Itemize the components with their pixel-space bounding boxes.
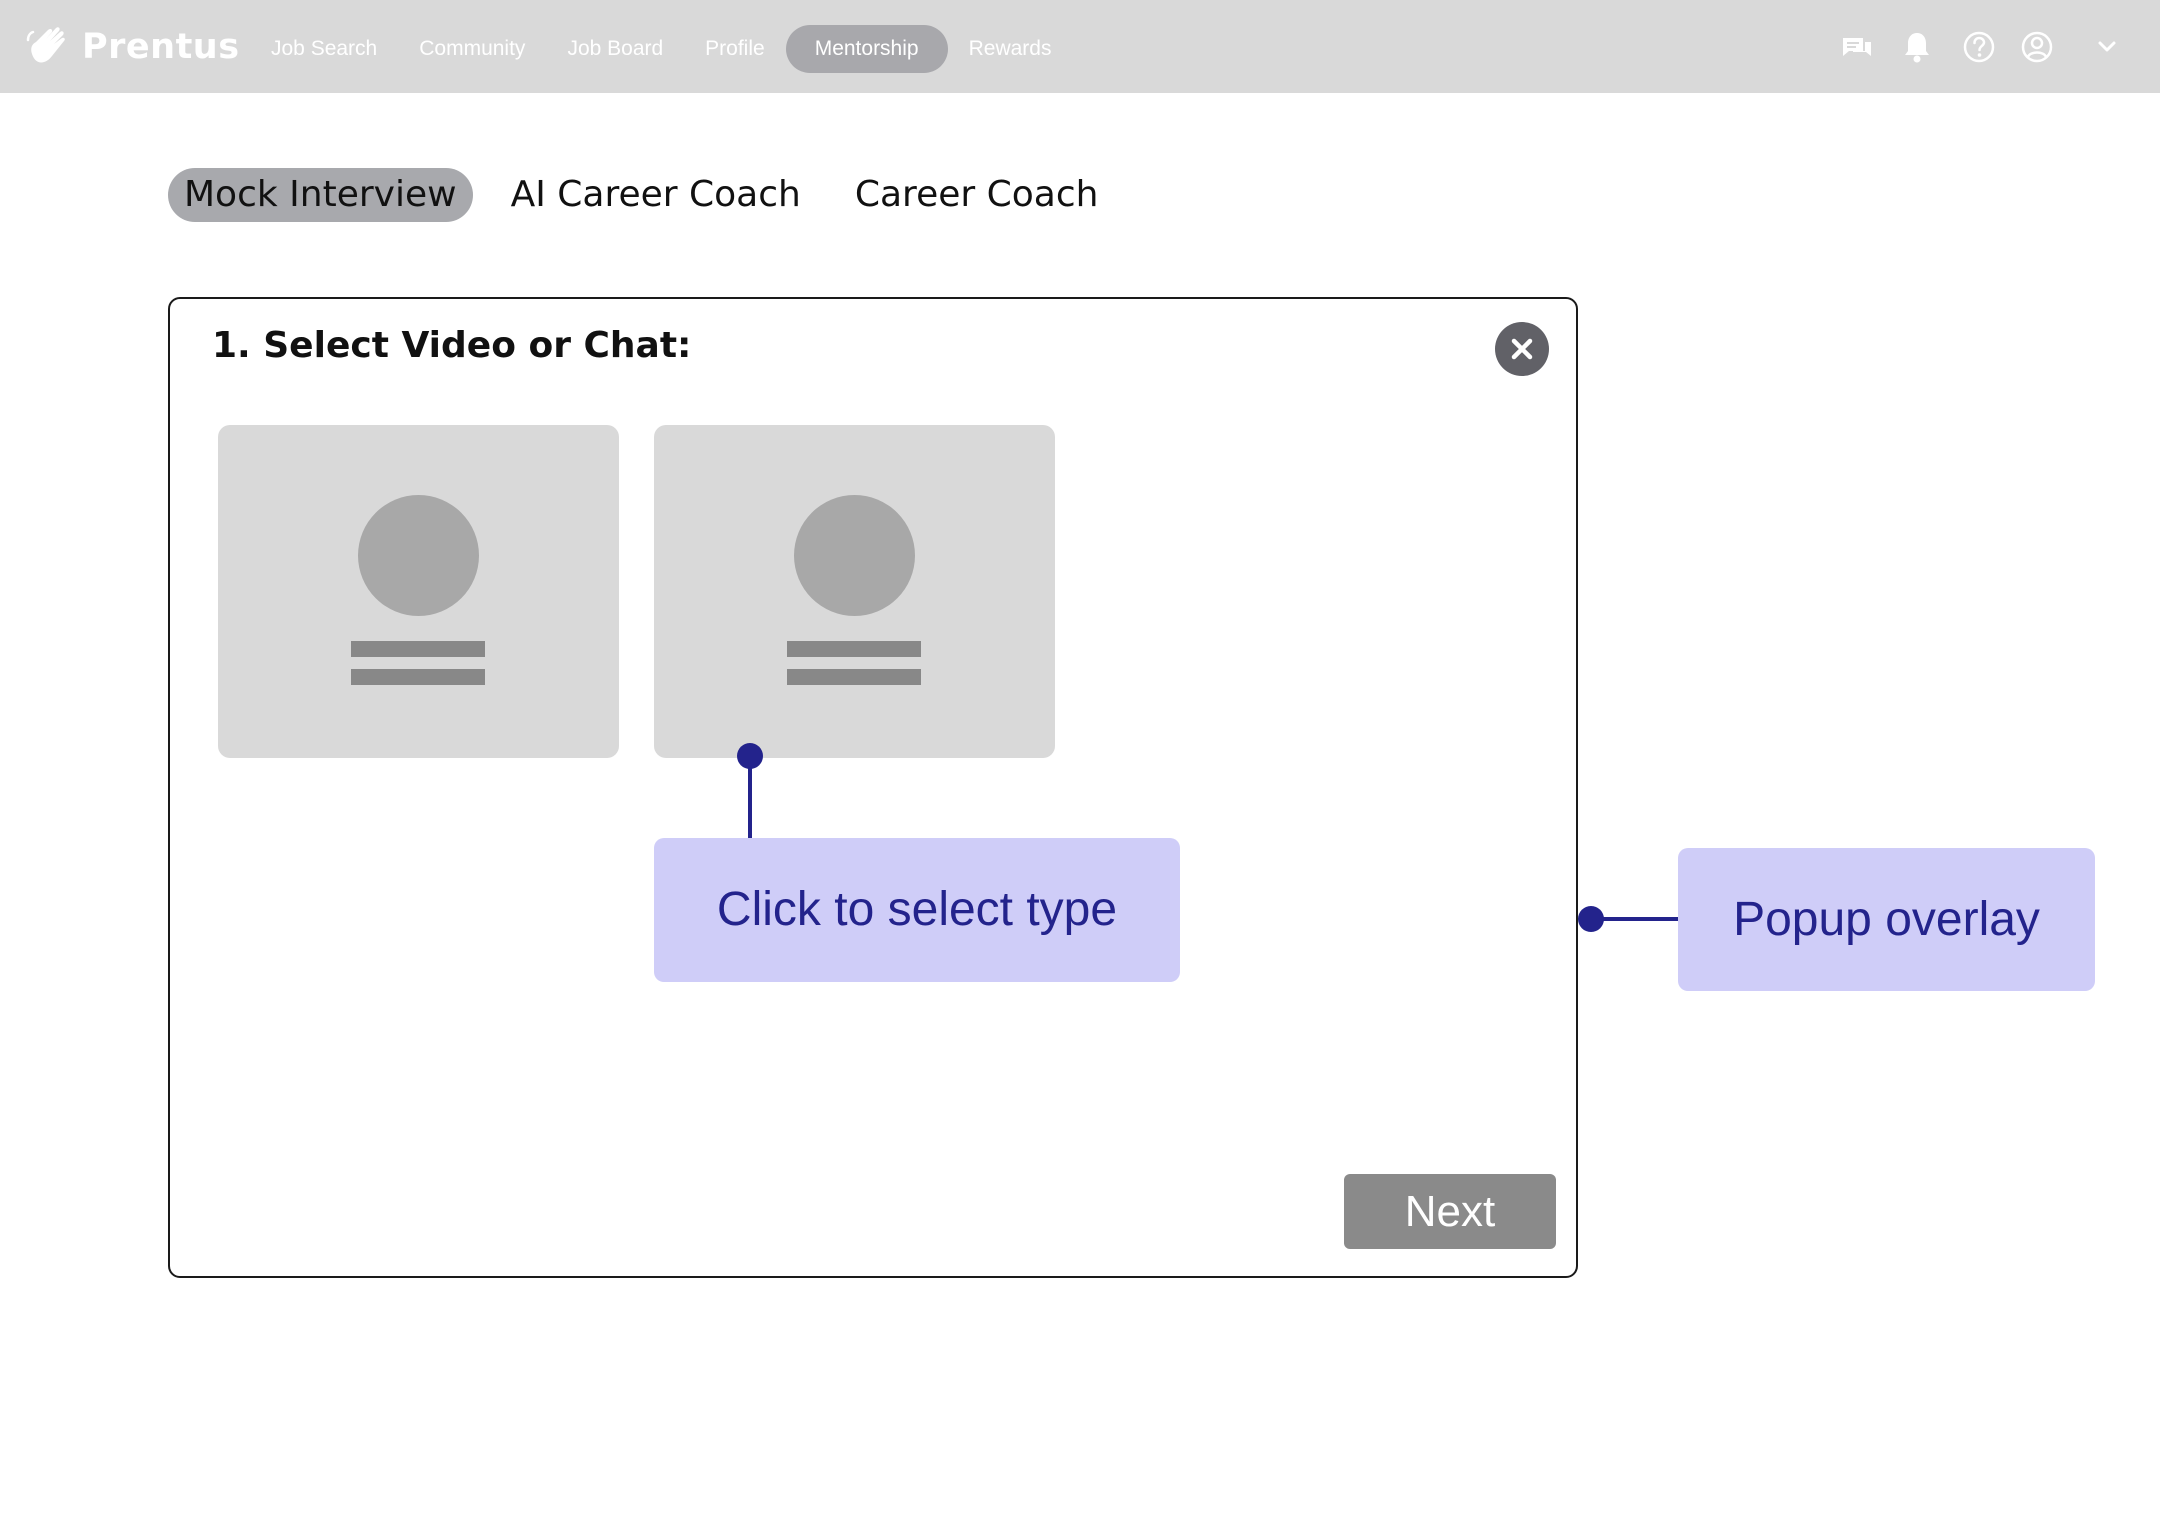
video-option-card[interactable]	[218, 425, 619, 758]
chevron-down-icon[interactable]	[2090, 30, 2124, 64]
hand-logo-icon	[26, 27, 65, 63]
main-nav: Job Search Community Job Board Profile M…	[250, 25, 1072, 73]
avatar-placeholder	[794, 495, 915, 616]
bell-icon[interactable]	[1900, 30, 1934, 64]
text-placeholder-line	[351, 641, 485, 657]
nav-item-job-board[interactable]: Job Board	[567, 37, 664, 60]
top-navigation-bar: Prentus Job Search Community Job Board P…	[0, 0, 2160, 93]
text-placeholder-line	[787, 669, 921, 685]
annotation-click-to-select-type: Click to select type	[654, 838, 1180, 982]
annotation-connector	[748, 756, 752, 842]
chat-option-card[interactable]	[654, 425, 1055, 758]
annotation-connector	[1590, 917, 1680, 921]
text-placeholder-line	[351, 669, 485, 685]
mentorship-tabs: Mock Interview AI Career Coach Career Co…	[168, 168, 1114, 222]
user-icon[interactable]	[2020, 30, 2054, 64]
select-type-popup: 1. Select Video or Chat: Next	[168, 297, 1578, 1278]
close-icon	[1511, 338, 1533, 360]
tab-career-coach[interactable]: Career Coach	[854, 174, 1099, 215]
popup-title: 1. Select Video or Chat:	[212, 325, 692, 366]
brand-name: Prentus	[82, 27, 240, 67]
nav-item-profile[interactable]: Profile	[705, 37, 765, 60]
nav-item-community[interactable]: Community	[419, 37, 526, 60]
nav-item-mentorship[interactable]: Mentorship	[785, 25, 948, 73]
help-icon[interactable]	[1962, 30, 1996, 64]
avatar-placeholder	[358, 495, 479, 616]
top-icon-group	[1800, 0, 2160, 93]
tab-mock-interview[interactable]: Mock Interview	[168, 168, 473, 222]
chat-icon[interactable]	[1840, 30, 1874, 64]
brand-logo[interactable]: Prentus	[26, 22, 240, 72]
nav-item-job-search[interactable]: Job Search	[271, 37, 378, 60]
nav-item-rewards[interactable]: Rewards	[968, 37, 1052, 60]
close-button[interactable]	[1495, 322, 1549, 376]
text-placeholder-line	[787, 641, 921, 657]
annotation-popup-overlay: Popup overlay	[1678, 848, 2095, 991]
next-button[interactable]: Next	[1344, 1174, 1556, 1249]
tab-ai-career-coach[interactable]: AI Career Coach	[510, 174, 801, 215]
